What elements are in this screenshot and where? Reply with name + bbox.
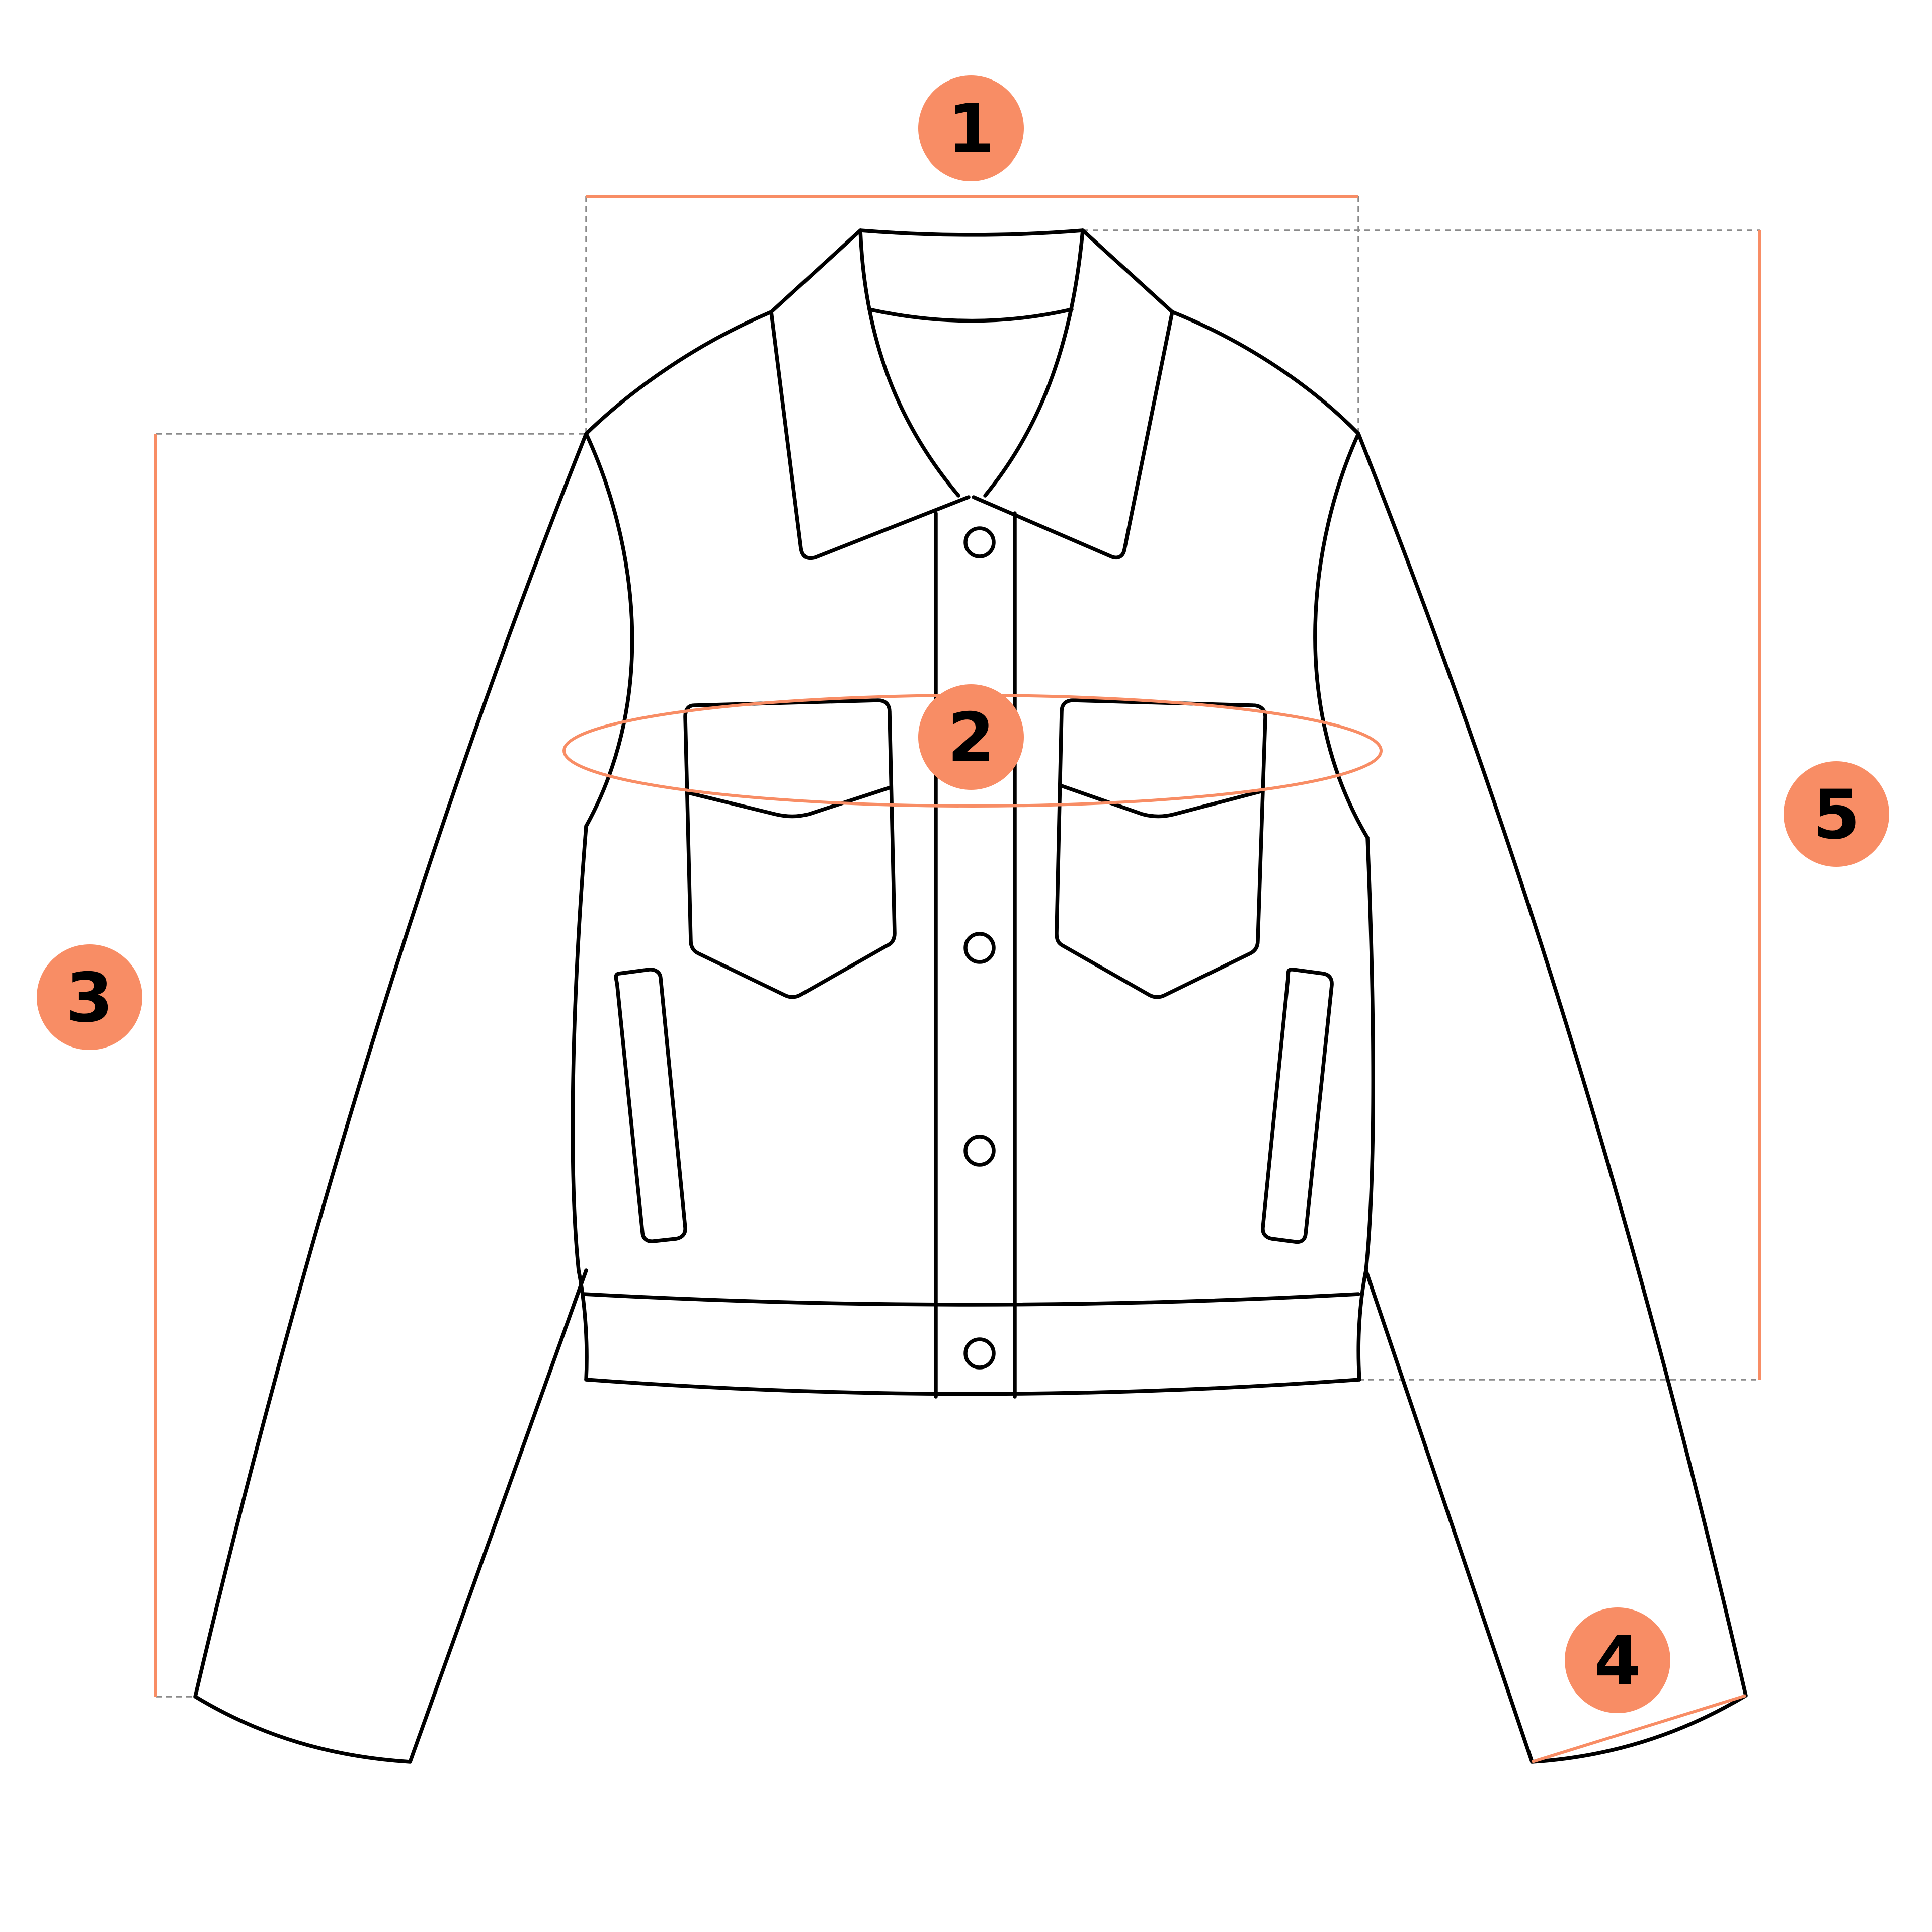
left-collar <box>769 228 971 560</box>
cuff-width-line <box>1532 1694 1746 1763</box>
collar-stand-inner <box>867 307 1074 323</box>
left-sleeve <box>193 432 588 1764</box>
right-armhole <box>1313 432 1370 840</box>
button-3 <box>963 1135 996 1167</box>
measurement-lines <box>154 195 1761 1763</box>
right-side-seam <box>1356 836 1375 1382</box>
marker-5-badge <box>1784 761 1889 867</box>
right-sleeve <box>1356 432 1748 1764</box>
left-side-seam <box>571 824 589 1382</box>
waistband-top <box>582 1292 1360 1307</box>
right-chest-pocket-flap <box>1060 784 1265 819</box>
marker-2: 2 <box>918 684 1024 790</box>
guide-lines <box>156 196 1760 1698</box>
marker-2-label: 2 <box>947 698 995 777</box>
marker-5-label: 5 <box>1813 775 1860 854</box>
marker-3: 3 <box>37 944 142 1050</box>
button-1 <box>963 526 996 558</box>
waistband-bottom <box>584 1378 1361 1396</box>
left-shoulder-seam <box>584 310 773 436</box>
left-welt-pocket <box>614 968 687 1243</box>
marker-1-label: 1 <box>947 90 995 169</box>
jacket-outline <box>193 228 1748 1764</box>
marker-3-label: 3 <box>66 958 113 1037</box>
right-chest-pocket <box>1055 698 1267 999</box>
collar-top-edge <box>858 228 1085 237</box>
marker-3-badge <box>37 944 142 1050</box>
button-4 <box>963 1337 996 1370</box>
marker-5: 5 <box>1784 761 1889 867</box>
button-2 <box>963 932 996 964</box>
neckline-right <box>983 228 1085 498</box>
marker-1: 1 <box>918 75 1024 181</box>
right-shoulder-seam <box>1170 310 1360 436</box>
right-welt-pocket <box>1261 968 1334 1244</box>
measurement-markers: 1 2 3 4 5 <box>37 75 1889 1713</box>
right-collar <box>972 228 1174 559</box>
marker-4: 4 <box>1565 1607 1670 1713</box>
left-chest-pocket <box>683 698 897 999</box>
left-chest-pocket-flap <box>685 785 893 819</box>
left-armhole <box>584 432 634 828</box>
neckline-left <box>858 228 960 498</box>
marker-4-label: 4 <box>1594 1622 1641 1701</box>
marker-2-badge <box>918 684 1024 790</box>
marker-4-badge <box>1565 1607 1670 1713</box>
marker-1-badge <box>918 75 1024 181</box>
